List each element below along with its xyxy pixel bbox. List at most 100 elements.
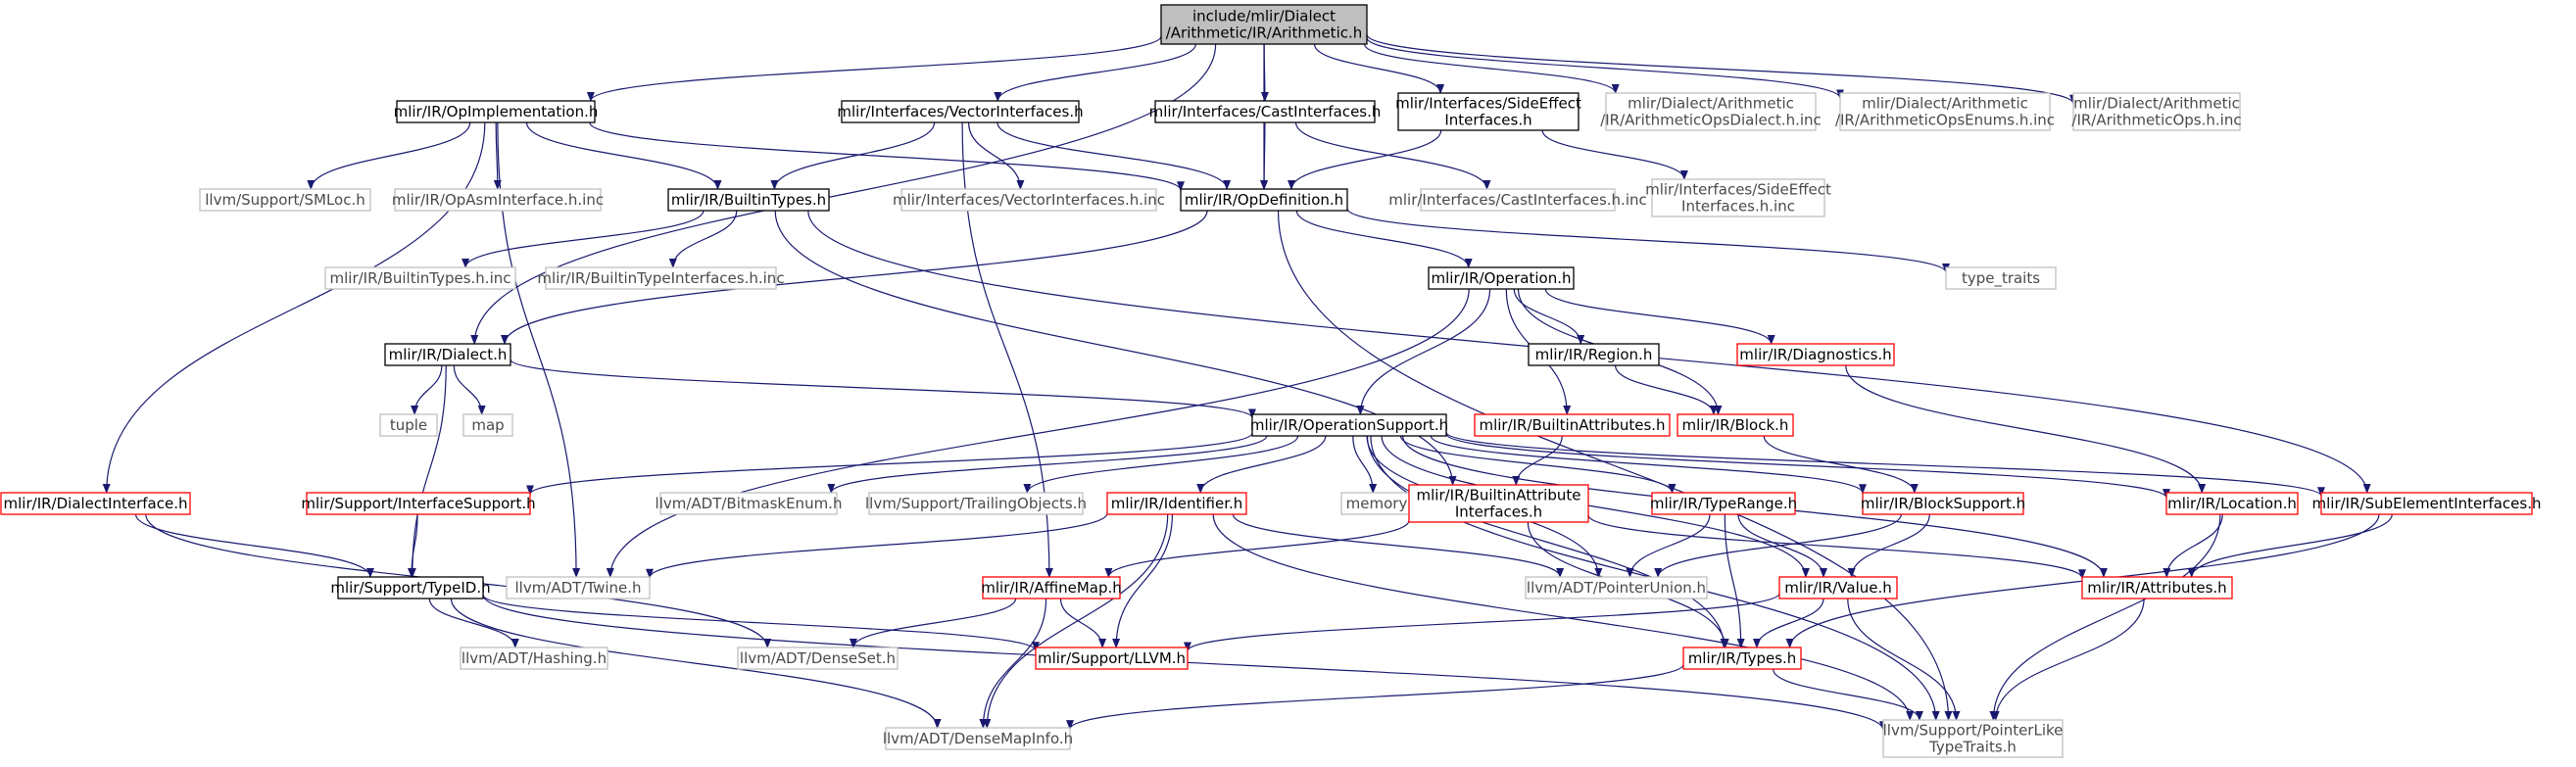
node-denseset[interactable]: llvm/ADT/DenseSet.h <box>737 647 899 670</box>
node-map[interactable]: map <box>462 413 513 437</box>
node-box <box>460 647 608 670</box>
node-operation[interactable]: mlir/IR/Operation.h <box>1428 266 1575 290</box>
node-box <box>1180 188 1348 212</box>
node-location[interactable]: mlir/IR/Location.h <box>2165 492 2299 515</box>
node-vecif[interactable]: mlir/Interfaces/VectorInterfaces.h <box>837 100 1084 123</box>
node-label: mlir/IR/SubElementInterfaces.h <box>2312 495 2542 512</box>
node-box <box>1035 647 1189 670</box>
node-smloc[interactable]: llvm/Support/SMLoc.h <box>199 188 371 212</box>
node-attributes[interactable]: mlir/IR/Attributes.h <box>2081 576 2233 599</box>
node-box <box>1420 188 1616 212</box>
edge-builtinattrif-to-attributes <box>1587 514 2086 580</box>
node-box <box>324 266 516 290</box>
node-castifinc[interactable]: mlir/Interfaces/CastInterfaces.h.inc <box>1388 188 1647 212</box>
node-twine[interactable]: llvm/ADT/Twine.h <box>506 576 651 599</box>
node-subelem[interactable]: mlir/IR/SubElementInterfaces.h <box>2312 492 2542 515</box>
node-box <box>900 188 1157 212</box>
node-affinemap[interactable]: mlir/IR/AffineMap.h <box>981 576 1122 599</box>
node-castif[interactable]: mlir/Interfaces/CastInterfaces.h <box>1149 100 1382 123</box>
node-label: /IR/ArithmeticOpsDialect.h.inc <box>1600 112 1822 129</box>
node-box <box>841 100 1080 123</box>
node-arithdialectinc[interactable]: mlir/Dialect/Arithmetic/IR/ArithmeticOps… <box>1600 92 1822 131</box>
edge-arith-to-arithenumsinc <box>1366 37 1844 100</box>
node-sideeffinc[interactable]: mlir/Interfaces/SideEffectInterfaces.h.i… <box>1645 178 1831 217</box>
edge-dialect-to-opsupport <box>510 359 1256 419</box>
edge-blocksupport-to-pointerunion <box>1654 513 1902 578</box>
edge-opsupport-to-bitmask <box>827 435 1268 494</box>
node-box <box>885 727 1071 750</box>
node-ifsupport[interactable]: mlir/Support/InterfaceSupport.h <box>301 492 536 515</box>
edge-types-to-densemapinfo <box>1066 664 1684 731</box>
edge-opimpl-to-smloc <box>307 121 471 190</box>
node-identifier[interactable]: mlir/IR/Identifier.h <box>1106 492 1247 515</box>
edge-identifier-to-llvmh <box>1112 513 1173 648</box>
node-typerange[interactable]: mlir/IR/TypeRange.h <box>1650 492 1797 515</box>
node-box <box>1605 92 1817 131</box>
edge-block-to-blocksupport <box>1763 435 1919 494</box>
edge-arith-to-arithopsinc <box>1366 34 2077 105</box>
node-types[interactable]: mlir/IR/Types.h <box>1682 647 1802 670</box>
node-diagnostics[interactable]: mlir/IR/Diagnostics.h <box>1736 343 1895 366</box>
node-box <box>1839 92 2051 131</box>
node-tuple[interactable]: tuple <box>379 413 438 437</box>
edge-opdef-to-operation <box>1295 210 1473 268</box>
node-label: /Arithmetic/IR/Arithmetic.h <box>1166 24 1363 42</box>
edge-opimpl-to-dialectif <box>102 121 486 494</box>
edge-typeid-to-densemapinfo <box>450 598 942 729</box>
node-box <box>1428 266 1575 290</box>
node-box <box>1651 492 1796 515</box>
node-pointerunion[interactable]: llvm/ADT/PointerUnion.h <box>1525 576 1708 599</box>
node-trailing[interactable]: llvm/Support/TrailingObjects.h <box>865 492 1087 515</box>
node-builtintypes[interactable]: mlir/IR/BuiltinTypes.h <box>667 188 830 212</box>
node-box <box>1677 413 1794 437</box>
node-typeid[interactable]: mlir/Support/TypeID.h <box>330 576 491 599</box>
edge-vecif-to-builtintypes <box>770 121 936 190</box>
node-densemapinfo[interactable]: llvm/ADT/DenseMapInfo.h <box>883 727 1073 750</box>
node-vecifinc[interactable]: mlir/Interfaces/VectorInterfaces.h.inc <box>893 188 1165 212</box>
node-hashing[interactable]: llvm/ADT/Hashing.h <box>460 647 608 670</box>
node-label: mlir/IR/OpDefinition.h <box>1185 191 1343 209</box>
edge-identifier-to-pointerunion <box>1232 513 1565 578</box>
node-dialect[interactable]: mlir/IR/Dialect.h <box>384 343 511 366</box>
edge-opsupport-to-subelem <box>1445 431 2325 498</box>
edge-diagnostics-to-location <box>1845 364 2207 494</box>
node-arithopsinc[interactable]: mlir/Dialect/Arithmetic/IR/ArithmeticOps… <box>2071 92 2242 131</box>
node-typetraits[interactable]: type_traits <box>1945 266 2057 290</box>
node-opasminc[interactable]: mlir/IR/OpAsmInterface.h.inc <box>392 188 604 212</box>
node-label: mlir/IR/BlockSupport.h <box>1861 495 2025 512</box>
edge-arith-to-opimpl <box>587 35 1162 102</box>
edge-typerange-to-pointerunion <box>1626 513 1711 578</box>
node-box <box>0 492 191 515</box>
node-label: mlir/IR/BuiltinTypeInterfaces.h.inc <box>537 269 784 287</box>
edge-opsupport-to-types <box>1366 435 1728 648</box>
node-label: mlir/Support/TypeID.h <box>330 579 490 597</box>
edge-value-to-ptrlike <box>1847 598 1961 721</box>
node-bitmask[interactable]: llvm/ADT/BitmaskEnum.h <box>656 492 843 515</box>
node-blocksupport[interactable]: mlir/IR/BlockSupport.h <box>1861 492 2025 515</box>
node-label: map <box>471 416 504 434</box>
node-opdef[interactable]: mlir/IR/OpDefinition.h <box>1180 188 1348 212</box>
node-memory[interactable]: memory <box>1340 492 1413 515</box>
node-arith[interactable]: include/mlir/Dialect/Arithmetic/IR/Arith… <box>1160 4 1368 45</box>
node-region[interactable]: mlir/IR/Region.h <box>1528 343 1660 366</box>
node-dialectif[interactable]: mlir/IR/DialectInterface.h <box>0 492 191 515</box>
node-llvmh[interactable]: mlir/Support/LLVM.h <box>1035 647 1189 670</box>
node-label: tuple <box>390 416 427 434</box>
edge-typerange-to-types <box>1724 513 1745 648</box>
node-value[interactable]: mlir/IR/Value.h <box>1778 576 1898 599</box>
node-builtintypeifinc[interactable]: mlir/IR/BuiltinTypeInterfaces.h.inc <box>537 266 785 290</box>
node-box <box>1862 492 2024 515</box>
node-opsupport[interactable]: mlir/IR/OperationSupport.h <box>1250 413 1448 437</box>
edge-ifsupport-to-typeid <box>408 513 418 578</box>
node-arithenumsinc[interactable]: mlir/Dialect/Arithmetic/IR/ArithmeticOps… <box>1835 92 2055 131</box>
edge-attributes-to-ptrlike <box>1991 598 2145 721</box>
node-block[interactable]: mlir/IR/Block.h <box>1677 413 1794 437</box>
node-label: Interfaces.h <box>1444 112 1531 129</box>
node-label: mlir/IR/Identifier.h <box>1111 495 1243 512</box>
node-builtinattrs[interactable]: mlir/IR/BuiltinAttributes.h <box>1474 413 1671 437</box>
node-builtintypesinc[interactable]: mlir/IR/BuiltinTypes.h.inc <box>324 266 516 290</box>
node-opimpl[interactable]: mlir/IR/OpImplementation.h <box>394 100 599 123</box>
